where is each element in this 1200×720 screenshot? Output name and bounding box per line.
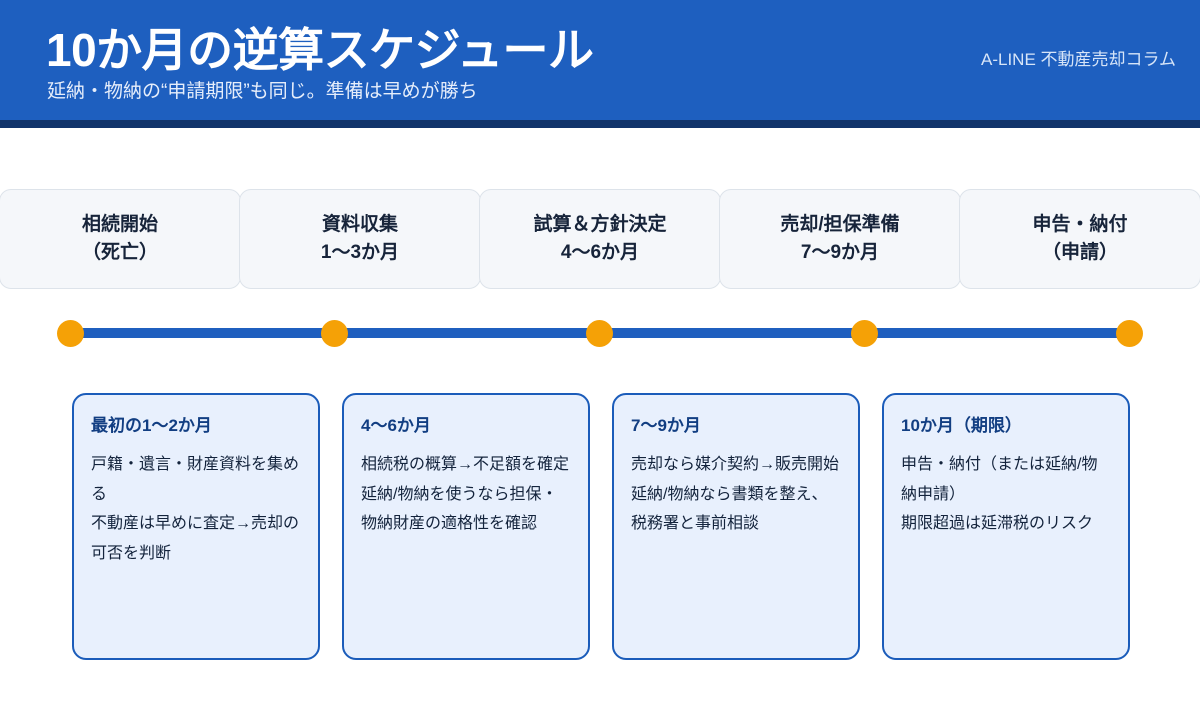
- detail-card-line: 戸籍・遺言・財産資料を集める: [91, 456, 300, 503]
- detail-card-heading: 最初の1〜2か月: [91, 416, 212, 435]
- detail-card-1: 最初の1〜2か月 戸籍・遺言・財産資料を集める 不動産は早めに査定→売却の可否を…: [72, 393, 320, 660]
- detail-card-row: 最初の1〜2か月 戸籍・遺言・財産資料を集める 不動産は早めに査定→売却の可否を…: [72, 393, 1130, 660]
- timeline-dot-4: [851, 320, 878, 347]
- header-underline-bar: [0, 120, 1200, 128]
- detail-card-line: 期限超過は延滞税のリスク: [901, 515, 1094, 533]
- step-subtitle: 7〜9か月: [800, 241, 880, 263]
- step-subtitle: 1〜3か月: [320, 241, 400, 263]
- brand-label: A-LINE 不動産売却コラム: [980, 50, 1176, 69]
- detail-card-line: 相続税の概算→不足額を確定: [361, 456, 570, 474]
- timeline-dot-5: [1116, 320, 1143, 347]
- step-title: 申告・納付: [1032, 213, 1128, 235]
- step-title: 試算＆方針決定: [533, 213, 667, 235]
- timeline-dot-1: [57, 320, 84, 347]
- timeline: [0, 310, 1200, 360]
- page-subtitle: 延納・物納の“申請期限”も同じ。準備は早めが勝ち: [47, 81, 478, 102]
- step-subtitle: （申請）: [1041, 241, 1118, 263]
- detail-card-heading: 4〜6か月: [361, 416, 431, 435]
- step-title: 売却/担保準備: [780, 213, 900, 235]
- page-header: 10か月の逆算スケジュール 延納・物納の“申請期限”も同じ。準備は早めが勝ち A…: [0, 0, 1200, 120]
- detail-card-line: 延納/物納を使うなら担保・物納財産の適格性を確認: [361, 485, 558, 533]
- timeline-dot-3: [586, 320, 613, 347]
- step-title: 相続開始: [81, 213, 158, 235]
- step-title: 資料収集: [321, 213, 398, 235]
- detail-card-heading: 7〜9か月: [631, 416, 701, 435]
- step-subtitle: （死亡）: [81, 241, 158, 263]
- detail-card-3: 7〜9か月 売却なら媒介契約→販売開始 延納/物納なら書類を整え、税務署と事前相…: [612, 393, 860, 660]
- detail-card-line: 不動産は早めに査定→売却の可否を判断: [91, 515, 300, 563]
- step-item-4: 売却/担保準備 7〜9か月: [719, 189, 961, 289]
- detail-card-body: 相続税の概算→不足額を確定 延納/物納を使うなら担保・物納財産の適格性を確認: [361, 450, 571, 539]
- step-item-3: 試算＆方針決定 4〜6か月: [479, 189, 721, 289]
- step-item-5: 申告・納付 （申請）: [959, 189, 1200, 289]
- step-item-2: 資料収集 1〜3か月: [239, 189, 481, 289]
- detail-card-line: 売却なら媒介契約→販売開始: [631, 456, 840, 474]
- detail-card-4: 10か月（期限） 申告・納付（または延納/物納申請） 期限超過は延滞税のリスク: [882, 393, 1130, 660]
- step-strip: 相続開始 （死亡） 資料収集 1〜3か月 試算＆方針決定 4〜6か月 売却/担保…: [0, 189, 1200, 289]
- timeline-dot-2: [321, 320, 348, 347]
- detail-card-line: 延納/物納なら書類を整え、税務署と事前相談: [631, 485, 828, 533]
- step-subtitle: 4〜6か月: [560, 241, 640, 263]
- detail-card-2: 4〜6か月 相続税の概算→不足額を確定 延納/物納を使うなら担保・物納財産の適格…: [342, 393, 590, 660]
- step-item-1: 相続開始 （死亡）: [0, 189, 241, 289]
- detail-card-body: 戸籍・遺言・財産資料を集める 不動産は早めに査定→売却の可否を判断: [91, 450, 301, 568]
- detail-card-body: 売却なら媒介契約→販売開始 延納/物納なら書類を整え、税務署と事前相談: [631, 450, 841, 539]
- page-title: 10か月の逆算スケジュール: [46, 24, 594, 76]
- detail-card-line: 申告・納付（または延納/物納申請）: [901, 456, 1098, 503]
- detail-card-heading: 10か月（期限）: [901, 416, 1022, 435]
- detail-card-body: 申告・納付（または延納/物納申請） 期限超過は延滞税のリスク: [901, 450, 1111, 539]
